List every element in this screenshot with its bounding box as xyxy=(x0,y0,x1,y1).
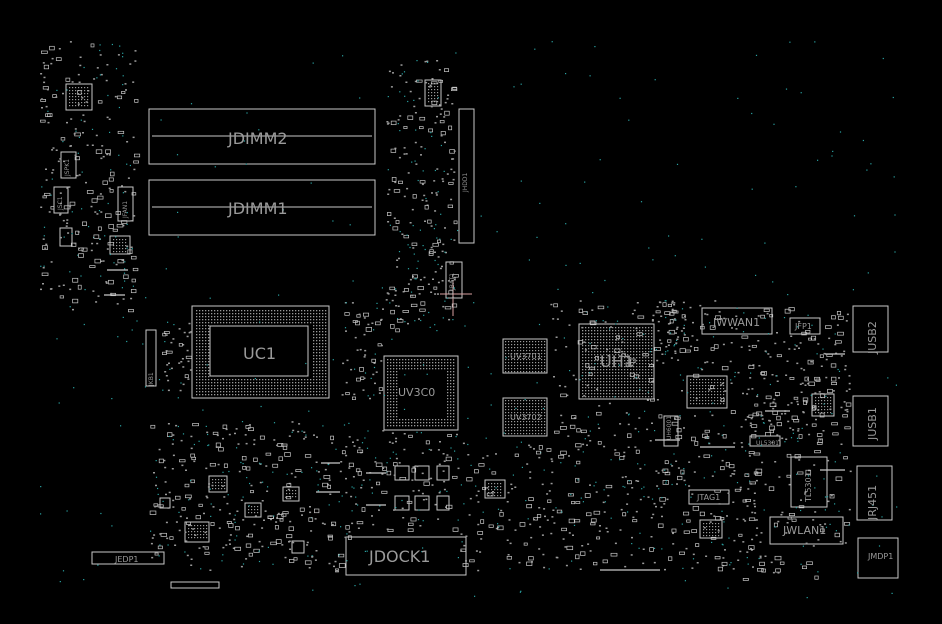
uv-center-outline xyxy=(383,355,459,431)
uc1-outline xyxy=(191,305,330,399)
cluster-bottom-left xyxy=(149,421,354,573)
label-uv3702: UV3702 xyxy=(510,413,542,422)
jkb1-connector xyxy=(145,329,157,387)
tl5301-transformer xyxy=(790,456,828,508)
label-jwlan1: JWLAN1 xyxy=(783,524,827,537)
cluster-bottom-right xyxy=(460,440,765,572)
jdock1-connector xyxy=(345,536,467,576)
jhdd1-connector xyxy=(458,108,475,244)
label-jsc1: JSC1 xyxy=(57,196,64,210)
label-jtag1: JTAG1 xyxy=(697,493,721,502)
jdimm2-slot xyxy=(148,108,376,165)
label-jdimm1: JDIMM1 xyxy=(228,199,288,218)
cluster-right-of-pch xyxy=(655,300,689,362)
qfn-chip-6 xyxy=(208,475,228,493)
jfp1-connector xyxy=(789,317,821,335)
label-uv-center: UV3C0 xyxy=(398,386,436,399)
jedp-pad-strip xyxy=(170,581,220,589)
cluster-left-of-cpu xyxy=(162,321,193,392)
uv3701-balls xyxy=(505,341,546,373)
cluster-top-left xyxy=(40,41,141,313)
power-part-8 xyxy=(159,497,171,509)
label-jhdd1: JHDD1 xyxy=(462,172,469,192)
label-jmdp1: JMDP1 xyxy=(868,552,894,561)
qfn-chip-pads-6 xyxy=(212,479,226,490)
qfn-chip-pads-0 xyxy=(69,87,89,107)
uv3702-outline xyxy=(502,397,548,437)
jmdp1-connector xyxy=(857,537,899,579)
qfn-chip-2 xyxy=(811,393,835,417)
qfn-chip-0 xyxy=(65,83,93,111)
jfan1-connector xyxy=(117,186,134,222)
cluster-far-right xyxy=(740,330,852,581)
label-jdock1: JDOCK1 xyxy=(369,547,431,566)
cluster-bottom-middle xyxy=(350,430,460,532)
label-jspk1: JSPK1 xyxy=(64,159,71,176)
power-part-4 xyxy=(436,465,450,481)
qfn-chip-pads-3 xyxy=(703,523,720,537)
jusb1-connector xyxy=(852,395,889,447)
label-uc1: UC1 xyxy=(243,344,277,363)
uv3701-outline xyxy=(502,338,548,374)
uh6001-chip xyxy=(663,415,679,447)
power-part-3 xyxy=(414,495,430,511)
uc1-ball-grid xyxy=(196,310,327,396)
qfn-chip-8 xyxy=(282,486,300,502)
via-field xyxy=(40,41,898,599)
label-jrj451: JRJ451 xyxy=(866,484,879,520)
power-part-2 xyxy=(394,495,410,511)
jedp1-connector xyxy=(91,551,165,565)
qfn-chip-pads-7 xyxy=(248,506,259,514)
jusb2-connector xyxy=(852,305,889,353)
power-part-0 xyxy=(394,465,410,481)
power-part-7 xyxy=(291,540,305,554)
qfn-chip-pads-8 xyxy=(286,490,297,498)
label-jdimm2: JDIMM2 xyxy=(228,129,288,148)
uv-center-ball-grid xyxy=(387,359,455,427)
cluster-right-middle xyxy=(550,300,851,443)
label-jedp1: JEDP1 xyxy=(115,555,139,564)
label-uh1: UH1 xyxy=(600,352,634,371)
jspk1-connector xyxy=(60,151,77,179)
jsc1-connector xyxy=(53,186,69,214)
label-tl5301: TL5301 xyxy=(804,472,813,502)
jdimm1-slot xyxy=(148,179,376,236)
label-jkb1: JKB1 xyxy=(148,372,155,386)
uv3702-balls xyxy=(505,400,546,435)
power-part-5 xyxy=(436,495,450,511)
label-jfan1: JFAN1 xyxy=(122,200,129,218)
label-jfp1: JFP1 xyxy=(795,322,812,331)
qfn-chip-pads-9 xyxy=(428,83,439,103)
qfn-chip-9 xyxy=(424,79,442,107)
label-ul5301: UL5301 xyxy=(756,440,780,447)
power-part-1 xyxy=(414,465,430,481)
label-jbat1: JBAT1 xyxy=(449,272,456,290)
label-jusb2: JUSB2 xyxy=(866,321,879,354)
label-uv3701: UV3701 xyxy=(510,352,542,361)
uc1-die xyxy=(209,325,309,377)
ec-chip-balls xyxy=(690,379,725,405)
label-jusb1: JUSB1 xyxy=(866,407,879,440)
label-uh6001: UH6001 xyxy=(666,415,673,440)
jrj451-connector xyxy=(856,465,893,521)
qfn-chip-4 xyxy=(484,479,506,499)
qfn-chip-pads-4 xyxy=(488,483,502,497)
uh1-ball-grid xyxy=(582,327,653,398)
qfn-chip-pads-5 xyxy=(188,525,208,539)
qfn-chip-7 xyxy=(244,502,262,518)
label-jwwan1: JWWAN1 xyxy=(713,316,761,329)
jtag1-header xyxy=(688,489,730,505)
ec-chip-outline xyxy=(686,375,728,409)
cluster-left-of-gpu xyxy=(341,302,386,400)
qfn-chip-pads-1 xyxy=(113,239,127,253)
cluster-upper-middle xyxy=(385,60,459,333)
uh1-outline xyxy=(578,323,655,400)
